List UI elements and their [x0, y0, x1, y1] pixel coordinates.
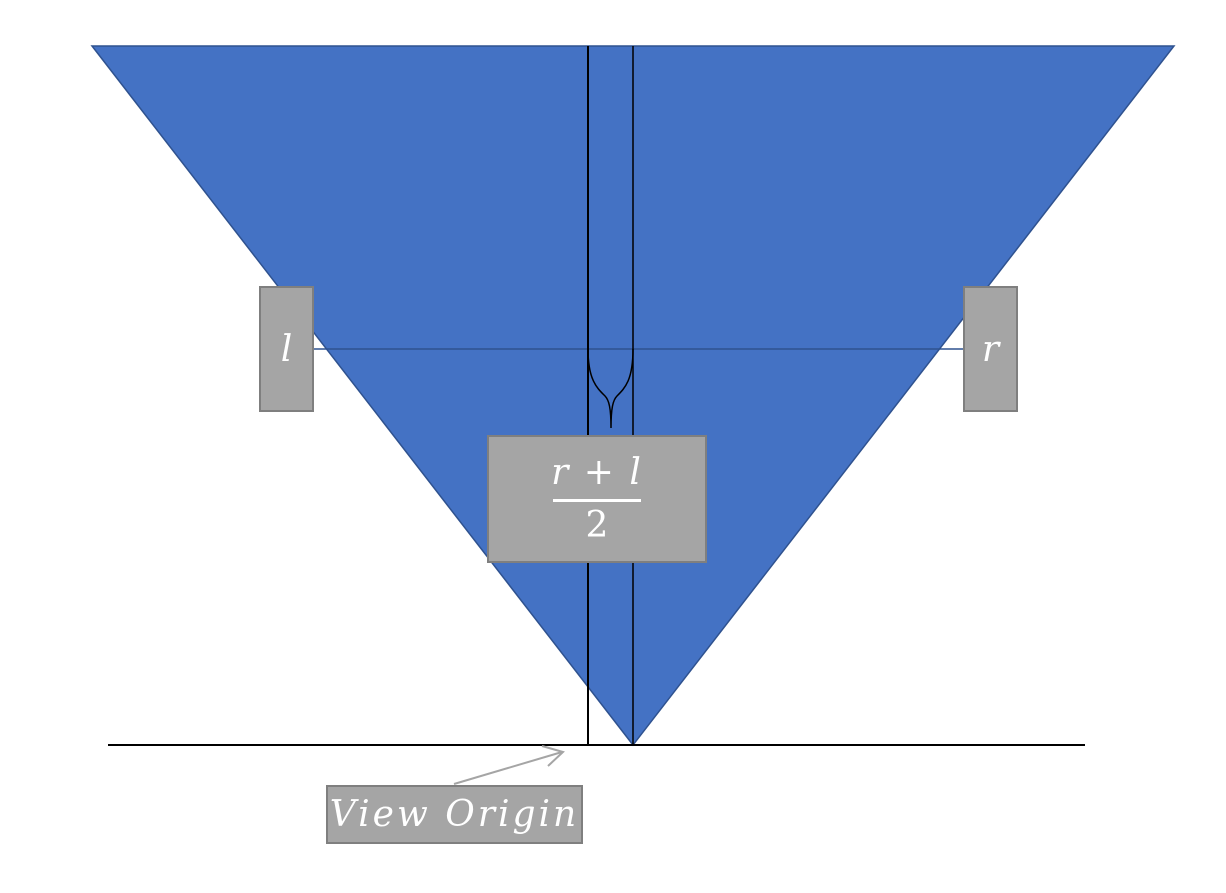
right-label: r — [981, 328, 1000, 370]
view-origin-label: View Origin — [329, 794, 580, 835]
formula-l: l — [629, 451, 643, 493]
left-label: l — [280, 328, 293, 370]
formula-numerator: r + l — [551, 451, 643, 493]
left-label-box: l — [259, 286, 314, 412]
formula-plus: + — [583, 451, 616, 493]
view-origin-box: View Origin — [326, 785, 583, 844]
offset-brace — [587, 348, 634, 429]
fraction-bar — [553, 498, 641, 502]
formula-r: r — [551, 451, 571, 493]
view-origin-arrow — [453, 751, 563, 785]
right-label-box: r — [963, 286, 1018, 412]
view-origin-arrowhead — [541, 745, 565, 767]
midpoint-formula-box: r + l 2 — [487, 435, 707, 563]
formula-denominator: 2 — [585, 504, 609, 546]
